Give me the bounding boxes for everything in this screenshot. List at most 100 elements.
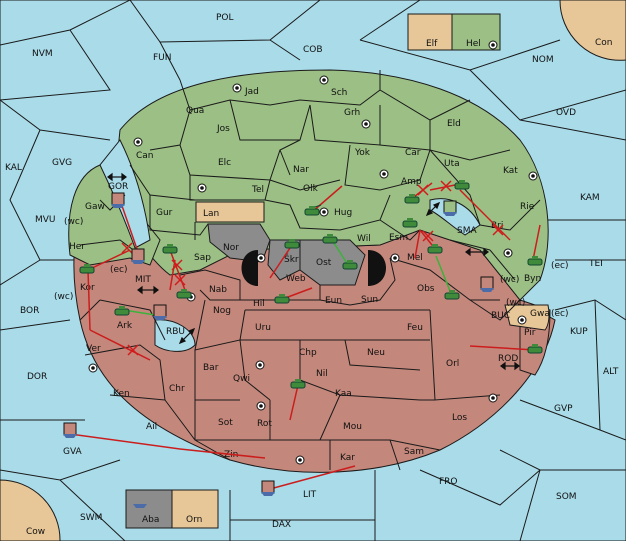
army-unit[interactable]: [402, 218, 418, 228]
supply-centers: [88, 40, 538, 465]
svg-text:Bar: Bar: [203, 363, 219, 373]
svg-text:Orn: Orn: [186, 515, 202, 525]
svg-text:Orl: Orl: [446, 359, 459, 369]
svg-text:Sch: Sch: [331, 88, 347, 98]
fleet-unit[interactable]: [133, 504, 147, 508]
svg-text:Nab: Nab: [209, 285, 227, 295]
label-mit: MIT: [135, 275, 151, 285]
svg-text:Pir: Pir: [524, 328, 536, 338]
svg-text:Aba: Aba: [142, 515, 159, 525]
label-lit: LIT: [303, 490, 317, 500]
svg-text:(ec): (ec): [110, 265, 128, 275]
label-tei: TEI: [588, 259, 603, 269]
svg-text:(wc): (wc): [500, 275, 519, 285]
retreat-arrows: [107, 172, 520, 371]
fleet-unit[interactable]: [261, 480, 275, 496]
army-unit[interactable]: [114, 306, 130, 316]
svg-text:Can: Can: [136, 151, 154, 161]
label-buc: BUC: [491, 311, 510, 321]
svg-text:Ark: Ark: [117, 321, 133, 331]
army-unit[interactable]: [176, 289, 192, 299]
army-unit[interactable]: [304, 204, 322, 216]
svg-text:Rie: Rie: [520, 202, 535, 212]
svg-text:Hel: Hel: [466, 39, 481, 49]
label-cow: Cow: [26, 527, 45, 537]
svg-text:Škr: Škr: [284, 253, 299, 265]
province-con[interactable]: [559, 0, 626, 61]
army-unit[interactable]: [527, 344, 543, 354]
bounce-markers: [121, 180, 504, 356]
fleet-unit[interactable]: [111, 192, 125, 208]
label-sma: SMA: [457, 226, 477, 236]
province-lan[interactable]: [195, 201, 265, 223]
label-kam: KAM: [580, 193, 600, 203]
coast-labels: (wc) (ec) (wc) (wc) (ec) (wc) (ec): [54, 217, 569, 319]
svg-text:Esm: Esm: [389, 233, 408, 243]
army-unit[interactable]: [342, 260, 358, 270]
svg-text:Ost: Ost: [316, 258, 332, 268]
label-fun: FUN: [153, 53, 172, 63]
svg-text:Car: Car: [405, 148, 421, 158]
province-orn[interactable]: [171, 489, 219, 529]
label-kup: KUP: [570, 327, 588, 337]
province-aba[interactable]: [125, 489, 173, 529]
army-unit[interactable]: [284, 239, 300, 249]
svg-text:Lan: Lan: [203, 209, 219, 219]
svg-text:Sap: Sap: [194, 253, 211, 263]
label-mvu: MVU: [35, 215, 56, 225]
province-boundaries: [79, 70, 541, 471]
svg-text:Kat: Kat: [503, 166, 518, 176]
svg-text:Ken: Ken: [113, 389, 130, 399]
label-rbu: RBU: [166, 327, 185, 337]
svg-text:Nil: Nil: [316, 369, 328, 379]
army-unit[interactable]: [79, 264, 95, 274]
fleet-unit[interactable]: [63, 422, 77, 438]
svg-text:Eun: Eun: [325, 296, 342, 306]
svg-text:(ec): (ec): [551, 261, 569, 271]
label-dax: DAX: [272, 520, 291, 530]
province-gwa[interactable]: [504, 304, 550, 331]
move-orders: [69, 182, 541, 490]
army-unit[interactable]: [404, 194, 420, 204]
land-labels: Jad Sch Qua Jos Grh Eld Can Yok Car Uta …: [69, 39, 550, 525]
army-unit[interactable]: [274, 294, 290, 304]
province-cow[interactable]: [0, 479, 61, 541]
units: [63, 180, 543, 508]
label-dor: DOR: [27, 372, 47, 382]
svg-text:Gwa: Gwa: [530, 309, 550, 319]
fleet-unit[interactable]: [131, 248, 145, 264]
svg-text:Obs: Obs: [417, 284, 435, 294]
svg-text:Chp: Chp: [299, 348, 317, 358]
army-unit[interactable]: [322, 234, 338, 244]
svg-text:Kar: Kar: [340, 453, 355, 463]
army-unit[interactable]: [527, 256, 543, 266]
bay-sma[interactable]: [429, 198, 481, 236]
svg-text:Qwi: Qwi: [233, 374, 250, 384]
label-alt: ALT: [603, 367, 619, 377]
label-swm: SWM: [80, 513, 102, 523]
svg-text:Kaa: Kaa: [335, 389, 352, 399]
army-unit[interactable]: [454, 180, 470, 190]
fleet-unit[interactable]: [443, 200, 457, 216]
province-elf[interactable]: [407, 13, 453, 51]
svg-text:Ver: Ver: [86, 344, 101, 354]
svg-text:Sot: Sot: [218, 418, 233, 428]
army-unit[interactable]: [290, 379, 306, 389]
svg-text:Chr: Chr: [169, 384, 185, 394]
svg-text:(ec): (ec): [551, 309, 569, 319]
army-unit[interactable]: [427, 244, 443, 254]
svg-text:Mou: Mou: [343, 422, 362, 432]
svg-text:Uta: Uta: [444, 159, 460, 169]
svg-text:Web: Web: [286, 274, 306, 284]
svg-text:Olk: Olk: [303, 184, 319, 194]
svg-text:Qua: Qua: [186, 106, 204, 116]
svg-text:Rot: Rot: [257, 419, 272, 429]
svg-text:Jad: Jad: [244, 87, 259, 97]
fleet-unit[interactable]: [480, 276, 494, 292]
fleet-unit[interactable]: [153, 304, 167, 320]
bay-rbu[interactable]: [154, 319, 196, 352]
army-unit[interactable]: [162, 244, 178, 254]
svg-text:Gur: Gur: [156, 208, 173, 218]
army-unit[interactable]: [444, 290, 460, 300]
svg-text:Nor: Nor: [223, 243, 239, 253]
